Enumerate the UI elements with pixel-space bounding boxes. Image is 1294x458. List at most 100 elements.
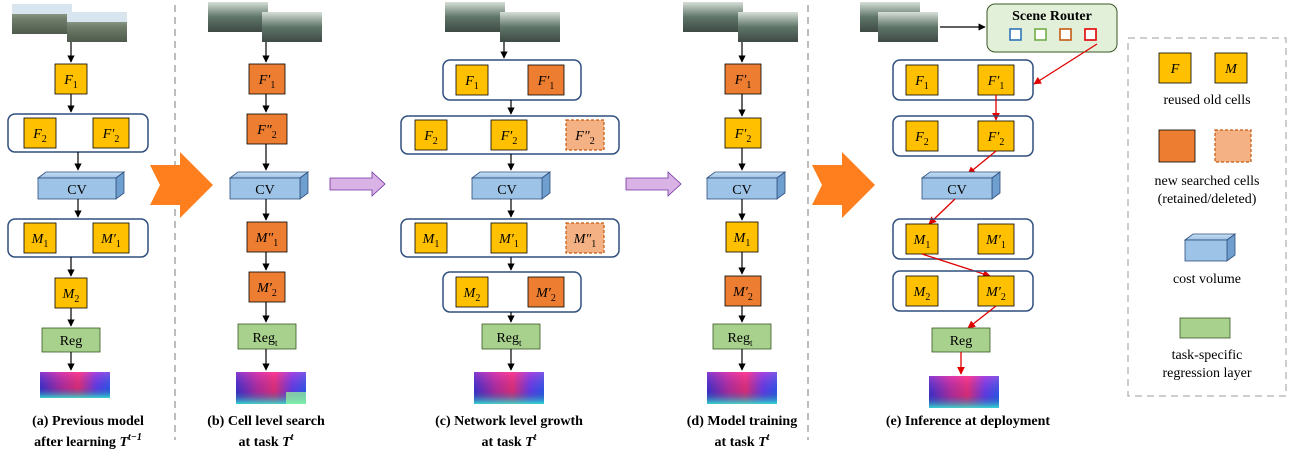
disparity-output (474, 372, 544, 404)
disparity-output (929, 376, 999, 408)
svg-text:F″2: F″2 (256, 123, 276, 141)
cell-m2 (54, 277, 88, 309)
cv-label: CV (255, 183, 274, 198)
router-slots (1009, 28, 1097, 41)
cell-f2-prime (92, 117, 130, 149)
scene-router: Scene Router (986, 3, 1118, 53)
cell-subscript: 2 (924, 137, 929, 148)
legend-swatch-f (1158, 52, 1192, 84)
small-arrow (625, 171, 682, 197)
cell-f1 (54, 63, 88, 95)
cell-m1-prime (977, 223, 1015, 255)
cell-subscript: 1 (591, 239, 596, 250)
svg-text:M1: M1 (31, 232, 49, 250)
small-arrow (329, 171, 386, 197)
input-image-pair (12, 4, 127, 42)
disparity-output (707, 372, 777, 404)
regression-layer (931, 327, 991, 353)
svg-text:F′1: F′1 (258, 73, 276, 91)
cell-m2 (455, 276, 489, 308)
cell-f2-dprime-deleted (565, 119, 605, 151)
cell-subscript: 1 (116, 239, 121, 250)
routing-path (1033, 43, 1098, 85)
cell-label: M (31, 232, 45, 247)
cell-subscript: 2 (74, 294, 79, 305)
legend-reused-text: reused old cells (1163, 93, 1250, 108)
svg-text:F′1: F′1 (537, 74, 555, 92)
cell-m1 (23, 222, 57, 254)
svg-text:M2: M2 (62, 287, 80, 305)
cell-subscript: 1 (745, 238, 750, 249)
cell-f1 (905, 64, 939, 96)
cell-subscript: 2 (114, 134, 119, 145)
cell-group (7, 218, 149, 258)
svg-text:F′2: F′2 (987, 130, 1005, 148)
svg-text:M″1: M″1 (573, 232, 597, 250)
svg-text:Regt: Regt (252, 331, 278, 348)
cell-label: M′ (256, 281, 273, 296)
cell-subscript: 1 (549, 81, 554, 92)
legend-f-label: F (1170, 62, 1180, 77)
cell-subscript: 1 (73, 80, 78, 91)
legend: F M reused old cells new searched cells … (1127, 37, 1287, 397)
cell-f2 (905, 120, 939, 152)
cell-f2-prime (724, 117, 762, 149)
input-image-pair (445, 2, 560, 42)
cell-label: F′ (258, 73, 272, 88)
cost-volume-block: CV (705, 171, 787, 200)
cell-subscript: 1 (924, 81, 929, 92)
input-image-pair (683, 2, 798, 42)
caption-symbol: T (525, 435, 535, 450)
svg-text:F2: F2 (914, 130, 929, 148)
cell-m1 (414, 222, 448, 254)
cell-group (892, 59, 1034, 101)
cell-group (400, 218, 620, 258)
cell-f2-prime (490, 119, 528, 151)
cost-volume-block: CV (920, 171, 1002, 200)
cell-subscript: 2 (999, 137, 1004, 148)
legend-reg-text: task-specific (1172, 348, 1243, 363)
cell-group (892, 270, 1034, 312)
svg-text:F′2: F′2 (500, 129, 518, 147)
svg-text:Regt: Regt (727, 331, 753, 348)
cell-subscript: 1 (434, 239, 439, 250)
big-arrow (150, 152, 213, 218)
caption-d-line1: (d) Model training (687, 414, 797, 429)
svg-text:F′2: F′2 (102, 127, 120, 145)
cell-label: M (913, 233, 927, 248)
cell-label: M (733, 231, 747, 246)
cell-m1-dprime-new (246, 221, 288, 253)
cell-group (892, 115, 1034, 157)
caption-superscript: t (291, 432, 295, 443)
disparity-output (236, 372, 306, 404)
svg-text:M′1: M′1 (100, 232, 121, 250)
regression-layer-task (712, 323, 772, 350)
cell-m2 (905, 275, 939, 307)
caption-symbol: T (758, 435, 768, 450)
cell-label: F (423, 129, 433, 144)
cell-label: F (464, 74, 474, 89)
cell-m2-prime-new (527, 276, 565, 308)
routing-path (967, 150, 997, 175)
legend-new-text: new searched cells (1155, 174, 1260, 189)
cell-group (400, 115, 620, 155)
cell-label: F′ (102, 127, 116, 142)
legend-cost-text: cost volume (1173, 272, 1241, 287)
svg-text:M1: M1 (422, 232, 440, 250)
svg-text:M′1: M′1 (498, 232, 519, 250)
cell-label: M′ (498, 232, 515, 247)
svg-text:M2: M2 (913, 285, 931, 303)
legend-frame (1127, 37, 1287, 397)
cell-label: M″ (255, 231, 274, 246)
cell-f1 (455, 64, 489, 96)
cell-m1-prime (92, 222, 130, 254)
cv-label: CV (67, 183, 86, 198)
cell-subscript: 1 (746, 80, 751, 91)
regression-layer-task (237, 323, 297, 350)
svg-text:F′1: F′1 (987, 74, 1005, 92)
cell-group (892, 218, 1034, 260)
legend-reg-text-2: regression layer (1162, 366, 1251, 381)
cell-m1 (725, 221, 759, 253)
caption-text: after learning (34, 435, 119, 450)
cell-subscript: 1 (514, 239, 519, 250)
